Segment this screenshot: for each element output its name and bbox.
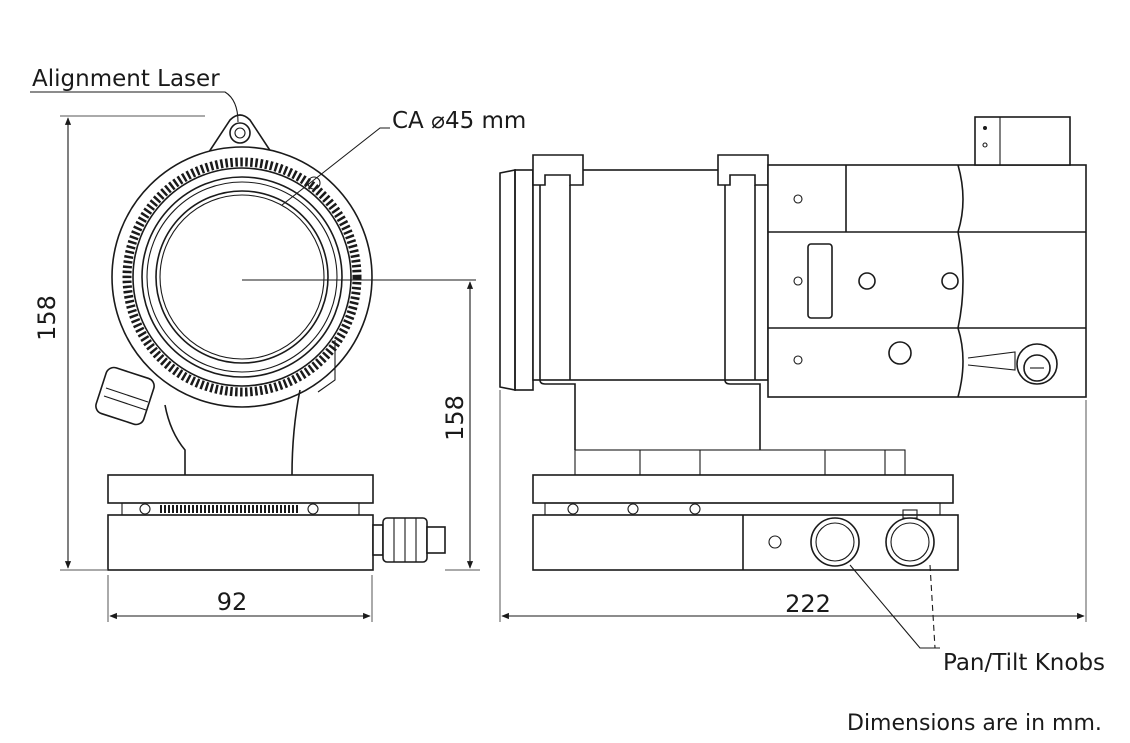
alignment-laser-label: Alignment Laser (32, 66, 220, 92)
side-top-plate (532, 474, 954, 504)
side-base (532, 514, 959, 571)
side-length-dimension: 222 (785, 590, 831, 618)
front-base (107, 514, 374, 571)
dimension-lines (60, 115, 1087, 622)
lens-tube (532, 169, 769, 381)
side-connector (372, 517, 446, 563)
axis-height-dimension: 158 (441, 395, 469, 441)
units-note: Dimensions are in mm. (847, 711, 1102, 736)
lens-housing (111, 146, 373, 408)
laser-block (974, 116, 1071, 166)
clamp-front (532, 154, 584, 186)
pan-knob (810, 517, 860, 567)
clear-aperture-label: CA ⌀45 mm (392, 108, 526, 134)
side-view (499, 116, 1087, 571)
lock-knob (967, 343, 1058, 385)
support-arm (164, 389, 301, 476)
front-view (95, 114, 476, 571)
gear-ring (122, 157, 362, 397)
front-width-dimension: 92 (217, 588, 248, 616)
adjustment-slot (807, 243, 833, 319)
clear-aperture (155, 190, 329, 364)
rotation-knob (95, 366, 155, 426)
alignment-laser-port (229, 122, 251, 144)
front-top-plate (107, 474, 374, 504)
lens-bezel (499, 169, 516, 391)
leader-lines (30, 91, 940, 649)
pan-tilt-knobs-label: Pan/Tilt Knobs (943, 650, 1105, 676)
front-height-dimension: 158 (33, 295, 61, 341)
